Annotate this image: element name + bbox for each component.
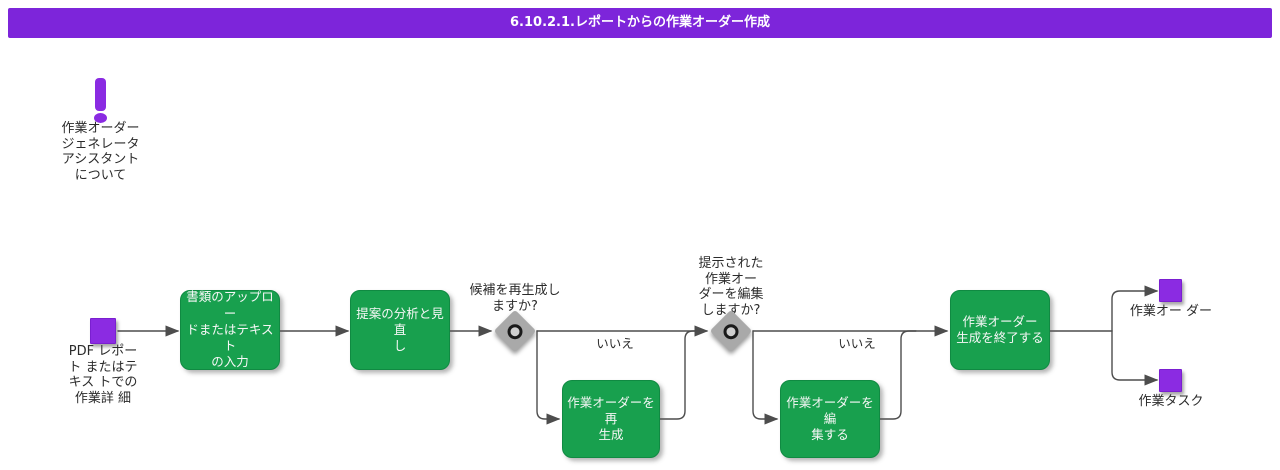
work-task-artifact-square bbox=[1159, 369, 1182, 392]
decision1-question: 候補を再生成し ますか? bbox=[469, 283, 561, 314]
decision1-no-label: いいえ bbox=[596, 336, 634, 351]
activity-edit-order: 作業オーダーを編 集する bbox=[780, 380, 880, 458]
decision2-no-label: いいえ bbox=[838, 336, 876, 351]
work-task-artifact-label: 作業タスク bbox=[1138, 394, 1204, 409]
activity-finish-generation: 作業オーダー 生成を終了する bbox=[950, 290, 1050, 370]
activity-upload-input: 書類のアップロー ドまたはテキスト の入力 bbox=[180, 289, 280, 370]
exclamation-icon-dot bbox=[94, 113, 107, 123]
work-order-artifact-square bbox=[1159, 279, 1182, 302]
diagram-title-banner: 6.10.2.1.レポートからの作業オーダー作成 bbox=[8, 8, 1272, 38]
activity-analyze-review: 提案の分析と見直 し bbox=[350, 290, 450, 370]
start-artifact-square bbox=[90, 318, 116, 344]
note-caption: 作業オーダー ジェネレータ アシスタント について bbox=[61, 121, 140, 183]
work-order-artifact-label: 作業オー ダー bbox=[1129, 304, 1213, 319]
decision1-circle-icon bbox=[504, 320, 526, 342]
start-artifact-label: PDF レポー ト またはテ キス トでの 作業詳 細 bbox=[68, 344, 138, 406]
activity-regenerate-order: 作業オーダーを再 生成 bbox=[562, 380, 660, 458]
decision2-circle-icon bbox=[720, 320, 742, 342]
exclamation-icon bbox=[95, 78, 106, 111]
